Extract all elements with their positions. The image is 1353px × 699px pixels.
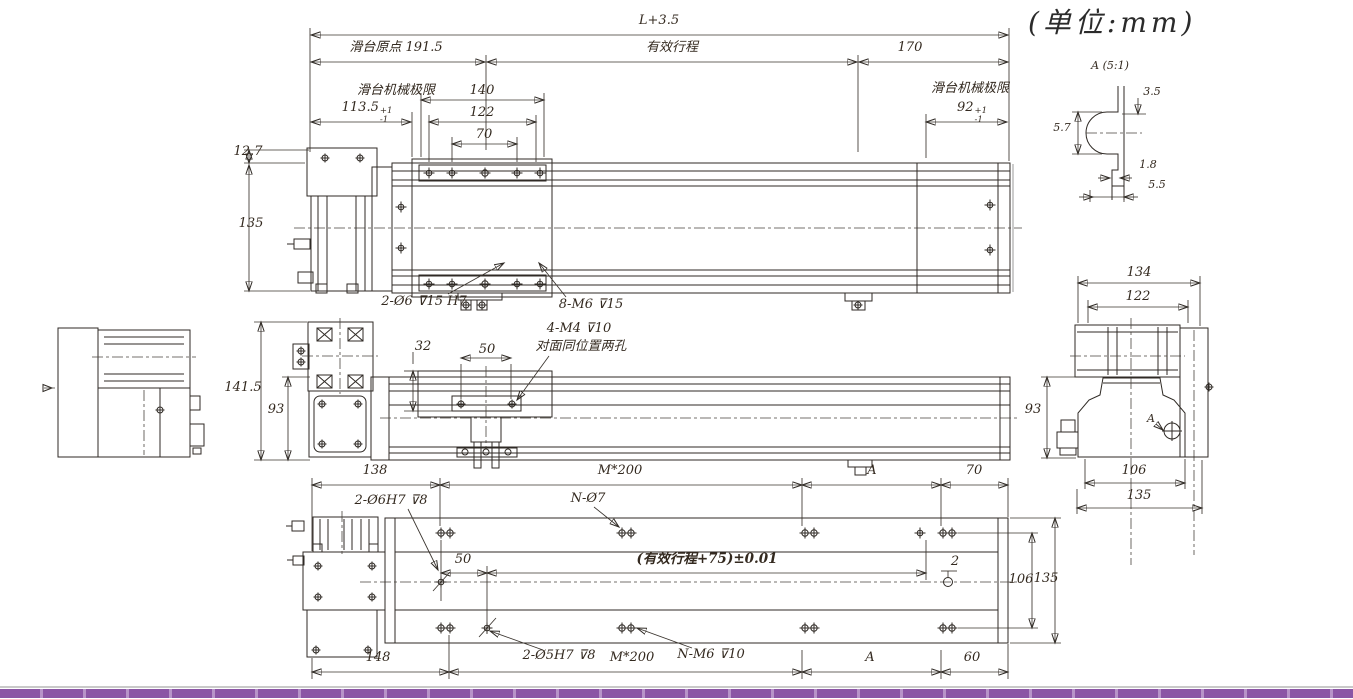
callout-n-m6: N-M6 ⊽10	[677, 647, 745, 662]
detail-a-dim-width: 5.5	[1148, 178, 1166, 191]
front-view	[292, 318, 1020, 476]
dim-mech-limit-right: 92+1-1	[956, 100, 988, 125]
label-mech-limit-right: 滑台机械极限	[930, 81, 1010, 96]
dim-pitch-top: M*200	[597, 463, 643, 478]
dim-pitch-bottom: M*200	[609, 650, 655, 665]
dim-total-length: L+3.5	[638, 13, 680, 28]
dim-hole-span-50: 50	[478, 342, 496, 357]
dim-end-height-93: 93	[1024, 402, 1042, 417]
mounting-holes-bottom	[435, 622, 958, 634]
bottom-view	[286, 511, 1022, 658]
dim-mech-limit-right-nominal: 92	[956, 100, 974, 115]
top-view	[287, 147, 1022, 311]
dim-end-offset-60: 60	[963, 650, 981, 665]
dim-end-width-134: 134	[1126, 265, 1152, 280]
detail-a-dim-lip: 1.8	[1139, 158, 1157, 171]
dim-carriage-width: 140	[469, 83, 495, 98]
dim-effective-stroke: 有效行程	[645, 40, 699, 55]
side-view	[42, 327, 205, 458]
dim-motor-end-148: 148	[365, 650, 391, 665]
dim-bottom-width-135: 135	[1033, 571, 1059, 586]
dim-body-height-135: 135	[238, 216, 264, 231]
dim-mech-limit-right-tolerance: +1-1	[974, 106, 988, 125]
dim-slider-origin: 滑台原点 191.5	[349, 40, 443, 55]
callout-dowel-holes: 2-Ø6 ⊽15 H7	[381, 294, 467, 309]
dim-pin-offset-2: 2	[950, 554, 960, 569]
dim-carriage-height-32: 32	[414, 339, 432, 354]
spec-table-header-row	[0, 689, 1353, 698]
detail-a-marker: A	[1147, 412, 1155, 425]
dim-a-top: A	[867, 463, 877, 478]
end-view	[1056, 318, 1214, 565]
callout-dowel-6h7: 2-Ø6H7 ⊽8	[354, 493, 428, 508]
end-view-dimensions	[1041, 276, 1202, 514]
dim-mech-limit-left: 113.5+1-1	[341, 100, 393, 125]
callout-thread-holes: 8-M6 ⊽15	[558, 297, 624, 312]
front-view-dimensions	[254, 322, 550, 460]
callout-dowel-5h7: 2-Ø5H7 ⊽8	[522, 648, 596, 663]
detail-a-title: A (5:1)	[1091, 59, 1129, 72]
dim-carriage-holes-span: 122	[469, 105, 495, 120]
units-note: (单位:mm)	[1028, 6, 1197, 39]
dim-mech-limit-left-tolerance: +1-1	[379, 106, 393, 125]
dim-total-height-141-5: 141.5	[224, 380, 262, 395]
detail-a	[1072, 86, 1146, 202]
dim-end-width-122: 122	[1125, 289, 1151, 304]
dim-body-height-93: 93	[267, 402, 285, 417]
top-view-dimensions	[244, 28, 1009, 298]
callout-m4-thread: 4-M4 ⊽10	[546, 321, 612, 336]
dim-top-offset: 12.7	[233, 144, 263, 159]
dim-bottom-width-106: 106	[1008, 572, 1034, 587]
callout-m4-note: 对面同位置两孔	[535, 339, 627, 354]
dim-carriage-holes-inner: 70	[475, 127, 493, 142]
dim-motor-end-138: 138	[362, 463, 388, 478]
dim-right-end: 170	[897, 40, 923, 55]
callout-n-dia7: N-Ø7	[570, 491, 606, 506]
detail-a-dim-opening: 3.5	[1143, 85, 1161, 98]
dim-end-offset-70: 70	[965, 463, 983, 478]
dim-mech-limit-left-nominal: 113.5	[341, 100, 379, 115]
table-top-border	[0, 686, 1353, 688]
detail-a-dim-depth: 5.7	[1053, 121, 1071, 134]
label-mech-limit-left: 滑台机械极限	[356, 83, 436, 98]
bottom-view-dimensions	[312, 478, 1061, 679]
dim-a-bottom: A	[865, 650, 875, 665]
dim-end-width-135: 135	[1126, 488, 1152, 503]
dim-stroke-tolerance: (有效行程+75)±0.01	[636, 551, 778, 567]
mounting-holes-top	[435, 527, 958, 539]
dim-dowel-span-50: 50	[454, 552, 472, 567]
dim-end-width-106: 106	[1121, 463, 1147, 478]
